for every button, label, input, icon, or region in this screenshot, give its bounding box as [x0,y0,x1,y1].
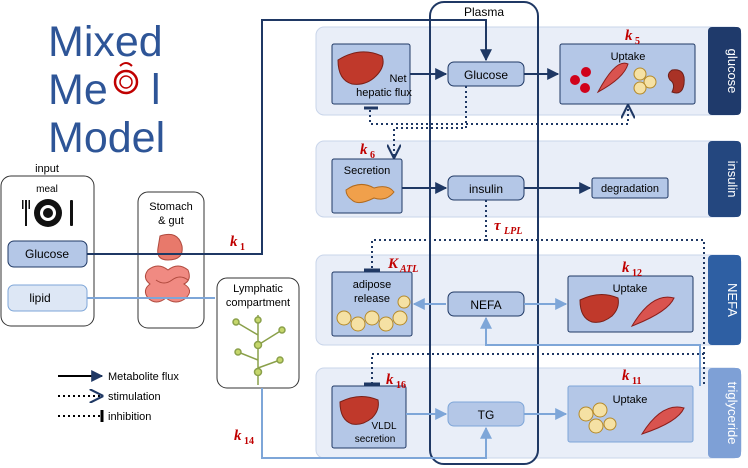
title-line-3: Model [48,114,165,162]
nefa-liver-muscle-icon [579,294,675,327]
glucose-tab-label: glucose [725,49,740,94]
tg-node-label: TG [478,408,495,422]
glucose-tab [708,27,741,115]
glucose-node-label: Glucose [464,68,508,82]
glucose-uptake-box [559,43,696,105]
navy-flux-arrows [87,19,592,255]
insulin-tab [708,141,741,217]
svg-text:5: 5 [635,36,640,47]
svg-text:1: 1 [240,242,245,253]
tg-fat-muscle-icon [578,402,685,435]
stomach-label-2: & gut [158,215,184,227]
nefa-uptake-label: Uptake [613,283,648,295]
svg-text:12: 12 [632,268,642,279]
hepatic-flux-label-1: Net [389,73,406,85]
blood-cells-muscle-fat-kidney-icon [570,62,685,95]
adipose-label-1: adipose [353,279,392,291]
title-line-1: Mixed [48,18,163,66]
vldl-label-1: VLDL [371,421,396,432]
legend-inhibition-label: inhibition [108,411,151,423]
input-glucose-label: Glucose [25,247,69,261]
svg-text:ATL: ATL [399,264,418,275]
input-lipid-label: lipid [29,291,50,305]
rate-k16: k 16 [386,372,406,391]
rate-k11: k 11 [622,368,641,387]
stomach-label-1: Stomach [149,201,192,213]
plasma-label: Plasma [464,5,504,19]
lymphatic-label-2: compartment [226,297,290,309]
svg-text:k: k [360,142,368,158]
svg-text:K: K [387,256,399,272]
svg-text:k: k [625,28,633,44]
svg-text:LPL: LPL [503,226,522,237]
nefa-tab-label: NEFA [725,283,740,317]
legend: Metabolite flux stimulation inhibition [58,370,179,423]
svg-text:k: k [386,372,394,388]
rate-k12: k 12 [622,260,642,279]
tg-tab [708,368,741,458]
nefa-tab [708,255,741,345]
vldl-label-2: secretion [355,434,396,445]
lipid-flux-arrows [87,297,701,459]
plate-cutlery-icon [22,199,73,227]
tg-tab-label: triglyceride [725,382,740,445]
degradation-box [591,177,669,199]
rate-k1: k 1 [230,234,245,253]
rate-k6: k 6 [360,142,375,161]
lymph-vessel-icon [232,315,286,385]
regulation-lines [369,86,705,384]
meal-logo-icon [113,62,139,95]
svg-text:6: 6 [370,150,375,161]
svg-text:k: k [622,368,630,384]
title-line-2a: Me [48,66,108,114]
liver-icon [337,51,384,85]
rate-k5: k 5 [625,28,640,47]
lymphatic-label-1: Lymphatic [233,283,283,295]
meal-label: meal [36,184,58,195]
adipose-cells-icon [336,295,411,332]
svg-text:k: k [622,260,630,276]
degradation-label: degradation [601,183,659,195]
svg-text:k: k [230,234,238,250]
title-line-2b: l [151,66,161,114]
glucose-uptake-label: Uptake [611,51,646,63]
insulin-node-label: insulin [469,182,503,196]
nefa-node-label: NEFA [470,298,501,312]
rate-k-atl: K ATL [387,256,418,275]
svg-text:k: k [234,428,242,444]
svg-text:14: 14 [244,436,254,447]
inhibition-bars [364,106,380,386]
pancreas-icon [345,184,395,204]
insulin-tab-label: insulin [725,161,740,198]
legend-flux-label: Metabolite flux [108,371,179,383]
secretion-label: Secretion [344,165,390,177]
input-label: input [35,163,59,175]
rate-tau-lpl: τ LPL [494,218,522,237]
tg-uptake-label: Uptake [613,394,648,406]
vldl-liver-icon [339,396,379,425]
hepatic-flux-label-2: hepatic flux [356,87,412,99]
plasma-column [429,1,539,465]
rate-k14: k 14 [234,428,254,447]
svg-text:τ: τ [494,218,502,234]
svg-text:11: 11 [632,376,641,387]
legend-stimulation-label: stimulation [108,391,161,403]
svg-text:16: 16 [396,380,406,391]
adipose-label-2: release [354,293,390,305]
